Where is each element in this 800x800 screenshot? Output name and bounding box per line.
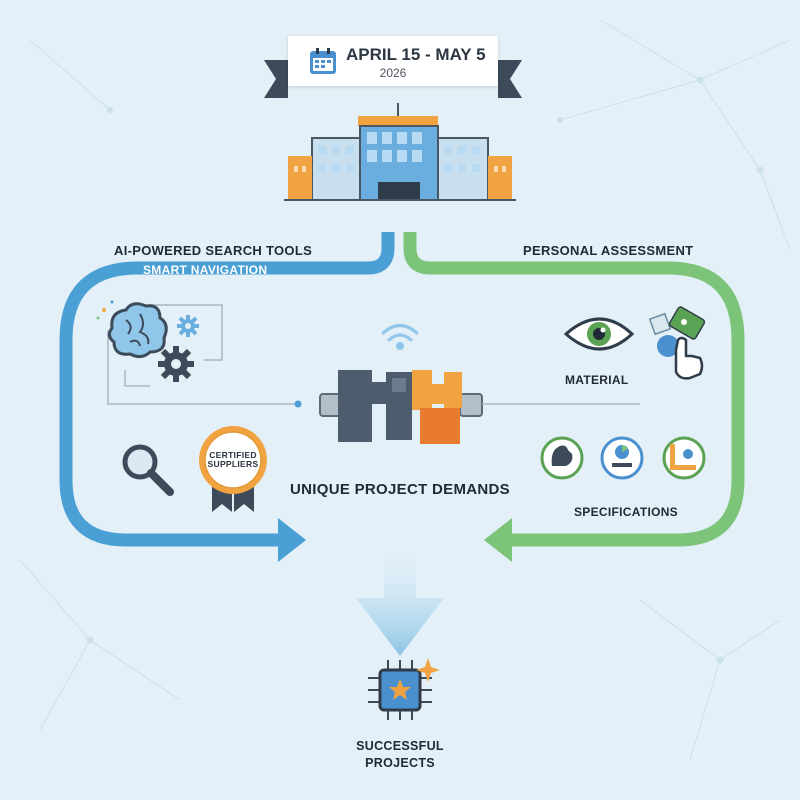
material-label: MATERIAL (565, 373, 629, 387)
left-path-subtitle: SMART NAVIGATION (143, 263, 268, 277)
left-connector-node (294, 400, 302, 408)
eye-icon (563, 317, 635, 351)
specifications-label: SPECIFICATIONS (574, 505, 678, 519)
right-path-title: PERSONAL ASSESSMENT (523, 243, 694, 258)
sparkle-icon (416, 658, 440, 682)
date-range: APRIL 15 - MAY 5 (346, 45, 486, 64)
puzzle-blocks-icon (319, 370, 483, 444)
building-icon (284, 103, 516, 201)
wifi-icon (381, 324, 419, 350)
pointer-hand-icon (657, 335, 704, 380)
right-flow-arrowhead (484, 518, 512, 562)
chip-icon (368, 660, 432, 720)
outcome-label: SUCCESSFUL PROJECTS (356, 739, 444, 770)
swatch-icon (648, 306, 706, 340)
magnifier-icon (122, 444, 174, 496)
left-path-title: AI-POWERED SEARCH TOOLS (114, 243, 313, 258)
ruler-gear-icon (662, 436, 706, 480)
left-connectors (107, 304, 298, 405)
down-arrow-icon (356, 550, 444, 656)
date-banner: APRIL 15 - MAY 5 2026 (288, 36, 498, 86)
gear-icon-small (177, 315, 199, 337)
gear-icon (158, 346, 194, 382)
year-label: 2026 (379, 66, 407, 80)
center-label: UNIQUE PROJECT DEMANDS (290, 481, 510, 498)
connector-dots (96, 300, 114, 320)
chart-icon (600, 436, 644, 480)
certified-badge-icon (199, 426, 267, 512)
left-flow-arrowhead (278, 518, 306, 562)
brain-icon (107, 302, 168, 359)
banner-ribbon-left (264, 60, 288, 98)
right-flow-path (403, 232, 745, 547)
banner-ribbon-right (498, 60, 522, 98)
calendar-icon (310, 48, 336, 74)
certified-badge-label: CERTIFIED SUPPLIERS (207, 450, 259, 469)
background-network (19, 19, 791, 761)
strength-icon (540, 436, 584, 480)
left-flow-path (59, 232, 395, 547)
